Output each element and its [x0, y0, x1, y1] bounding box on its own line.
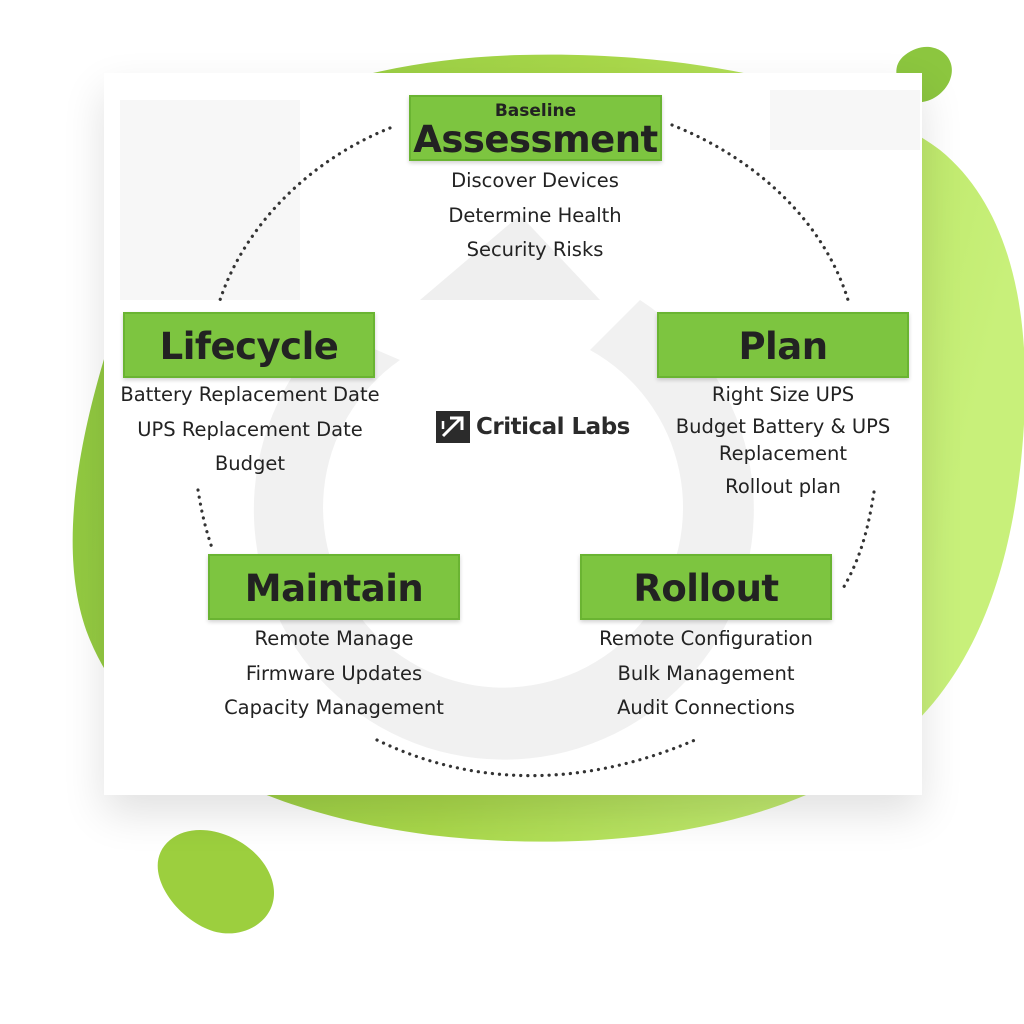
assessment-kicker: Baseline [494, 101, 577, 121]
critical-labs-logo: Critical Labs [436, 411, 630, 443]
assessment-stage-box: Baseline Assessment [409, 95, 662, 161]
plan-item: Rollout plan [725, 474, 841, 498]
maintain-stage-box: Maintain [208, 554, 460, 620]
plan-item: Budget Battery & UPS [675, 414, 891, 438]
lifecycle-item: Budget [214, 452, 286, 475]
lifecycle-items: Battery Replacement Date UPS Replacement… [100, 378, 400, 482]
maintain-item: Remote Manage [254, 627, 414, 650]
maintain-item: Firmware Updates [245, 661, 423, 685]
lifecycle-title: Lifecycle [159, 325, 339, 368]
plan-stage-box: Plan [657, 312, 909, 378]
lifecycle-stage-box: Lifecycle [123, 312, 375, 378]
plan-item: Right Size UPS [711, 383, 855, 406]
assessment-item: Security Risks [466, 238, 604, 261]
lifecycle-item: UPS Replacement Date [137, 417, 363, 441]
assessment-items: Discover Devices Determine Health Securi… [395, 164, 675, 268]
assessment-item: Discover Devices [451, 169, 619, 192]
plan-title: Plan [738, 325, 828, 368]
rollout-title: Rollout [633, 567, 779, 610]
rollout-item: Remote Configuration [599, 627, 813, 650]
maintain-items: Remote Manage Firmware Updates Capacity … [194, 622, 474, 726]
lifecycle-item: Battery Replacement Date [120, 383, 380, 406]
plan-item: Replacement [718, 441, 848, 465]
small-bottom-blob [157, 829, 275, 934]
rollout-item: Bulk Management [617, 661, 795, 685]
rollout-stage-box: Rollout [580, 554, 832, 620]
rollout-item: Audit Connections [617, 696, 795, 719]
logo-wordmark: Critical Labs [476, 414, 630, 440]
plan-items: Right Size UPS Budget Battery & UPS Repl… [648, 378, 918, 507]
assessment-title: Assessment [413, 118, 658, 161]
assessment-item: Determine Health [448, 203, 622, 227]
maintain-item: Capacity Management [224, 696, 444, 719]
maintain-title: Maintain [244, 567, 424, 610]
arrow-square-logo-icon [436, 411, 470, 443]
rollout-items: Remote Configuration Bulk Management Aud… [566, 622, 846, 726]
